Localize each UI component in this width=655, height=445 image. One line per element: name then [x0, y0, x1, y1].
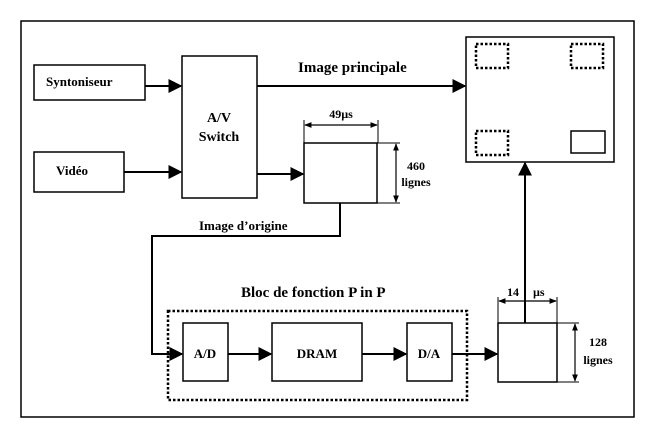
- display-screen: [465, 36, 615, 163]
- dim-49us-label: 49µs: [329, 107, 353, 121]
- ad-label: A/D: [194, 346, 216, 361]
- pip-buffer-block: [497, 322, 558, 383]
- av-switch-label-line2: Switch: [199, 130, 240, 145]
- syntoniseur-block: Syntoniseur: [33, 64, 146, 101]
- ad-converter-block: A/D: [182, 322, 229, 382]
- dram-block: DRAM: [271, 322, 363, 382]
- video-label: Vidéo: [56, 163, 88, 178]
- pinp-block-title: Bloc de fonction P in P: [241, 285, 386, 301]
- syntoniseur-label: Syntoniseur: [46, 74, 113, 89]
- av-switch-label-line1: A/V: [207, 111, 231, 126]
- av-switch-block: A/V Switch: [181, 55, 258, 199]
- pip-window-bottom-left: [474, 129, 510, 157]
- image-origine-label: Image d’origine: [199, 218, 288, 233]
- video-block: Vidéo: [33, 151, 125, 193]
- dim-460-label-line1: 460: [407, 159, 425, 173]
- field-buffer-block: [303, 142, 378, 204]
- arrow-image-origine: [151, 203, 341, 361]
- dim-14us-number: 14: [507, 285, 519, 299]
- image-principale-label: Image principale: [298, 60, 407, 76]
- pip-window-top-right: [569, 42, 605, 70]
- dim-128-label-line1: 128: [589, 335, 607, 349]
- da-label: D/A: [418, 346, 441, 361]
- pip-window-top-left: [474, 42, 510, 70]
- pinp-function-block: [166, 309, 469, 402]
- outer-frame: [20, 20, 635, 418]
- dram-label: DRAM: [297, 346, 337, 361]
- da-converter-block: D/A: [406, 322, 453, 382]
- dim-128-label-line2: lignes: [583, 353, 613, 367]
- pip-window-bottom-right: [570, 130, 606, 154]
- dim-460-label-line2: lignes: [401, 175, 431, 189]
- dim-14us-unit: µs: [533, 285, 545, 299]
